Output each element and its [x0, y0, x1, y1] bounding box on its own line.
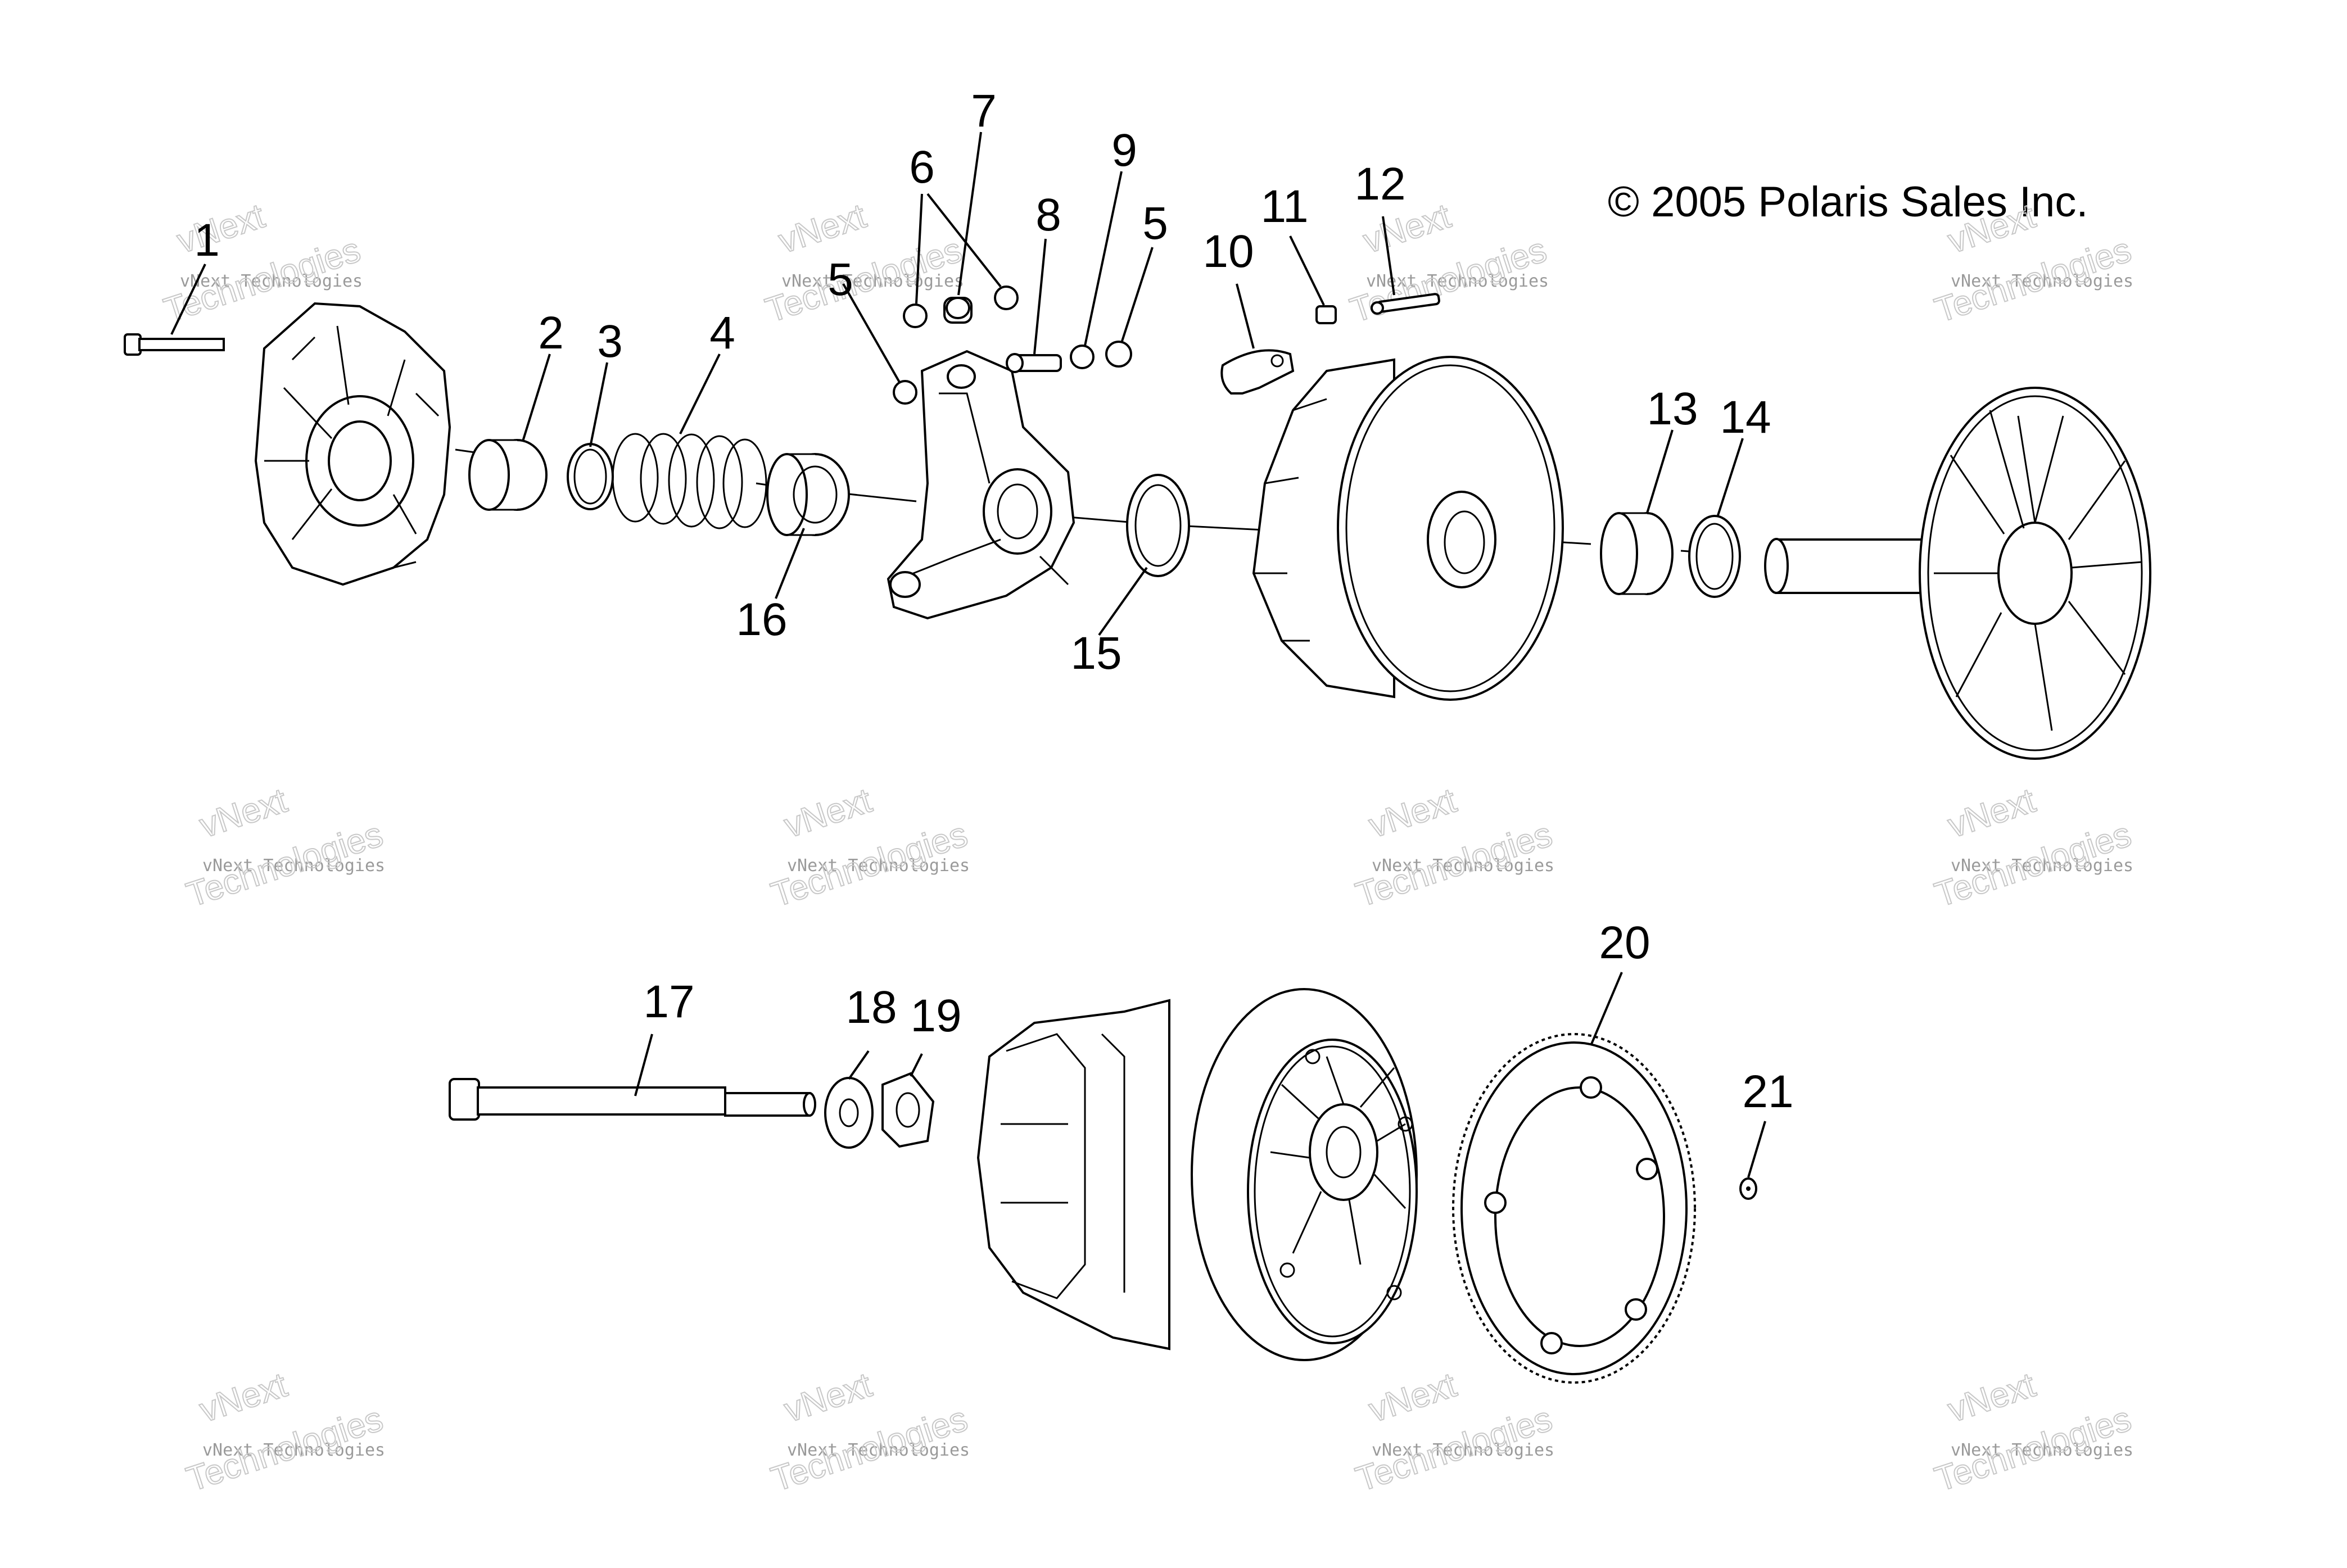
callout-6: 6 — [909, 142, 935, 193]
pin-part-12 — [1371, 293, 1440, 315]
svg-text:vNext: vNext — [1943, 1366, 2040, 1430]
svg-text:vNext Technologies: vNext Technologies — [1372, 1440, 1554, 1460]
watermark: vNext vNext Technologies Technologies — [1351, 1365, 1558, 1500]
callout-labels: 1 2 3 4 5 5 6 7 8 9 10 11 12 13 14 15 16… — [194, 85, 1793, 1117]
ring-part-3 — [567, 443, 614, 510]
callout-20: 20 — [1599, 917, 1650, 968]
svg-text:vNext Technologies: vNext Technologies — [202, 1440, 385, 1460]
washer-part-6-left — [903, 303, 928, 328]
svg-text:vNext: vNext — [195, 1366, 292, 1430]
watermark: vNext vNext Technologies Technologies — [1351, 781, 1558, 916]
leader-lines — [170, 132, 1766, 1178]
cover-plate — [254, 302, 451, 586]
watermark: vNext vNext Technologies Technologies — [1930, 1365, 2137, 1500]
callout-4: 4 — [709, 307, 735, 359]
svg-text:vNext Technologies: vNext Technologies — [1951, 856, 2133, 876]
svg-text:vNext: vNext — [1364, 1366, 1461, 1430]
bushing-part-7 — [943, 297, 973, 324]
washer-part-9 — [1070, 345, 1095, 369]
svg-text:vNext Technologies: vNext Technologies — [787, 856, 970, 876]
watermark: vNext vNext Technologies Technologies — [182, 1365, 388, 1500]
ring-gear-part-20 — [1452, 1033, 1696, 1384]
svg-text:vNext: vNext — [173, 197, 269, 261]
watermark: vNext vNext Technologies Technologies — [1930, 781, 2137, 916]
spider-center — [887, 350, 1075, 620]
pin-part-8 — [1006, 353, 1062, 373]
copyright-text: © 2005 Polaris Sales Inc. — [1608, 178, 2088, 226]
callout-2: 2 — [538, 307, 564, 359]
svg-text:vNext Technologies: vNext Technologies — [787, 1440, 970, 1460]
svg-text:vNext: vNext — [780, 1366, 876, 1430]
callout-12: 12 — [1354, 158, 1405, 210]
callout-7: 7 — [971, 85, 997, 137]
svg-text:vNext: vNext — [1943, 781, 2040, 846]
assembled-clutch — [976, 988, 1418, 1361]
bushing-part-13 — [1600, 512, 1674, 595]
bushing-part-19 — [881, 1072, 935, 1148]
callout-11: 11 — [1260, 181, 1308, 232]
callout-14: 14 — [1720, 392, 1771, 443]
moveable-sheave — [1252, 356, 1564, 701]
callout-13: 13 — [1647, 383, 1698, 434]
svg-text:vNext: vNext — [1364, 781, 1461, 846]
ring-part-14 — [1688, 515, 1741, 598]
svg-text:vNext Technologies: vNext Technologies — [1366, 271, 1549, 291]
washer-part-18 — [824, 1077, 874, 1149]
watermark: vNext vNext Technologies Technologies — [761, 196, 967, 331]
screw-part-21 — [1739, 1177, 1757, 1200]
nut-part-11 — [1315, 305, 1337, 324]
callout-17: 17 — [643, 976, 694, 1027]
svg-text:vNext: vNext — [780, 781, 876, 846]
svg-text:vNext Technologies: vNext Technologies — [1951, 271, 2133, 291]
callout-5-left: 5 — [827, 254, 853, 305]
weight-arm-part-10 — [1220, 349, 1295, 395]
watermark: vNext vNext Technologies Technologies — [182, 781, 388, 916]
watermark: vNext vNext Technologies Technologies — [766, 1365, 973, 1500]
svg-text:vNext: vNext — [774, 197, 871, 261]
sleeve-part-16 — [766, 453, 850, 536]
washer-part-6-right — [994, 285, 1019, 310]
callout-10: 10 — [1202, 226, 1254, 277]
callout-19: 19 — [910, 990, 961, 1041]
roller-part-5-right — [1105, 341, 1132, 368]
bolt-part-1 — [124, 333, 225, 356]
svg-text:vNext: vNext — [195, 781, 292, 846]
svg-text:vNext Technologies: vNext Technologies — [781, 271, 964, 291]
ring-part-15 — [1126, 474, 1190, 577]
callout-16: 16 — [736, 594, 787, 645]
roller-part-5-left — [893, 380, 917, 405]
callout-3: 3 — [597, 316, 623, 367]
callout-18: 18 — [845, 982, 897, 1033]
svg-text:vNext Technologies: vNext Technologies — [180, 271, 363, 291]
bolt-part-17 — [449, 1078, 816, 1121]
callout-5-right: 5 — [1142, 198, 1168, 249]
svg-text:vNext Technologies: vNext Technologies — [1372, 856, 1554, 876]
callout-8: 8 — [1035, 189, 1061, 241]
bushing-part-2 — [468, 439, 548, 511]
callout-1: 1 — [194, 215, 220, 266]
watermark: vNext vNext Technologies Technologies — [766, 781, 973, 916]
callout-9: 9 — [1111, 125, 1137, 176]
callout-21: 21 — [1742, 1066, 1793, 1117]
spring-part-4 — [612, 433, 767, 529]
svg-text:vNext Technologies: vNext Technologies — [1951, 1440, 2133, 1460]
callout-15: 15 — [1070, 628, 1122, 679]
svg-text:vNext Technologies: vNext Technologies — [202, 856, 385, 876]
fixed-sheave — [1764, 387, 2151, 760]
